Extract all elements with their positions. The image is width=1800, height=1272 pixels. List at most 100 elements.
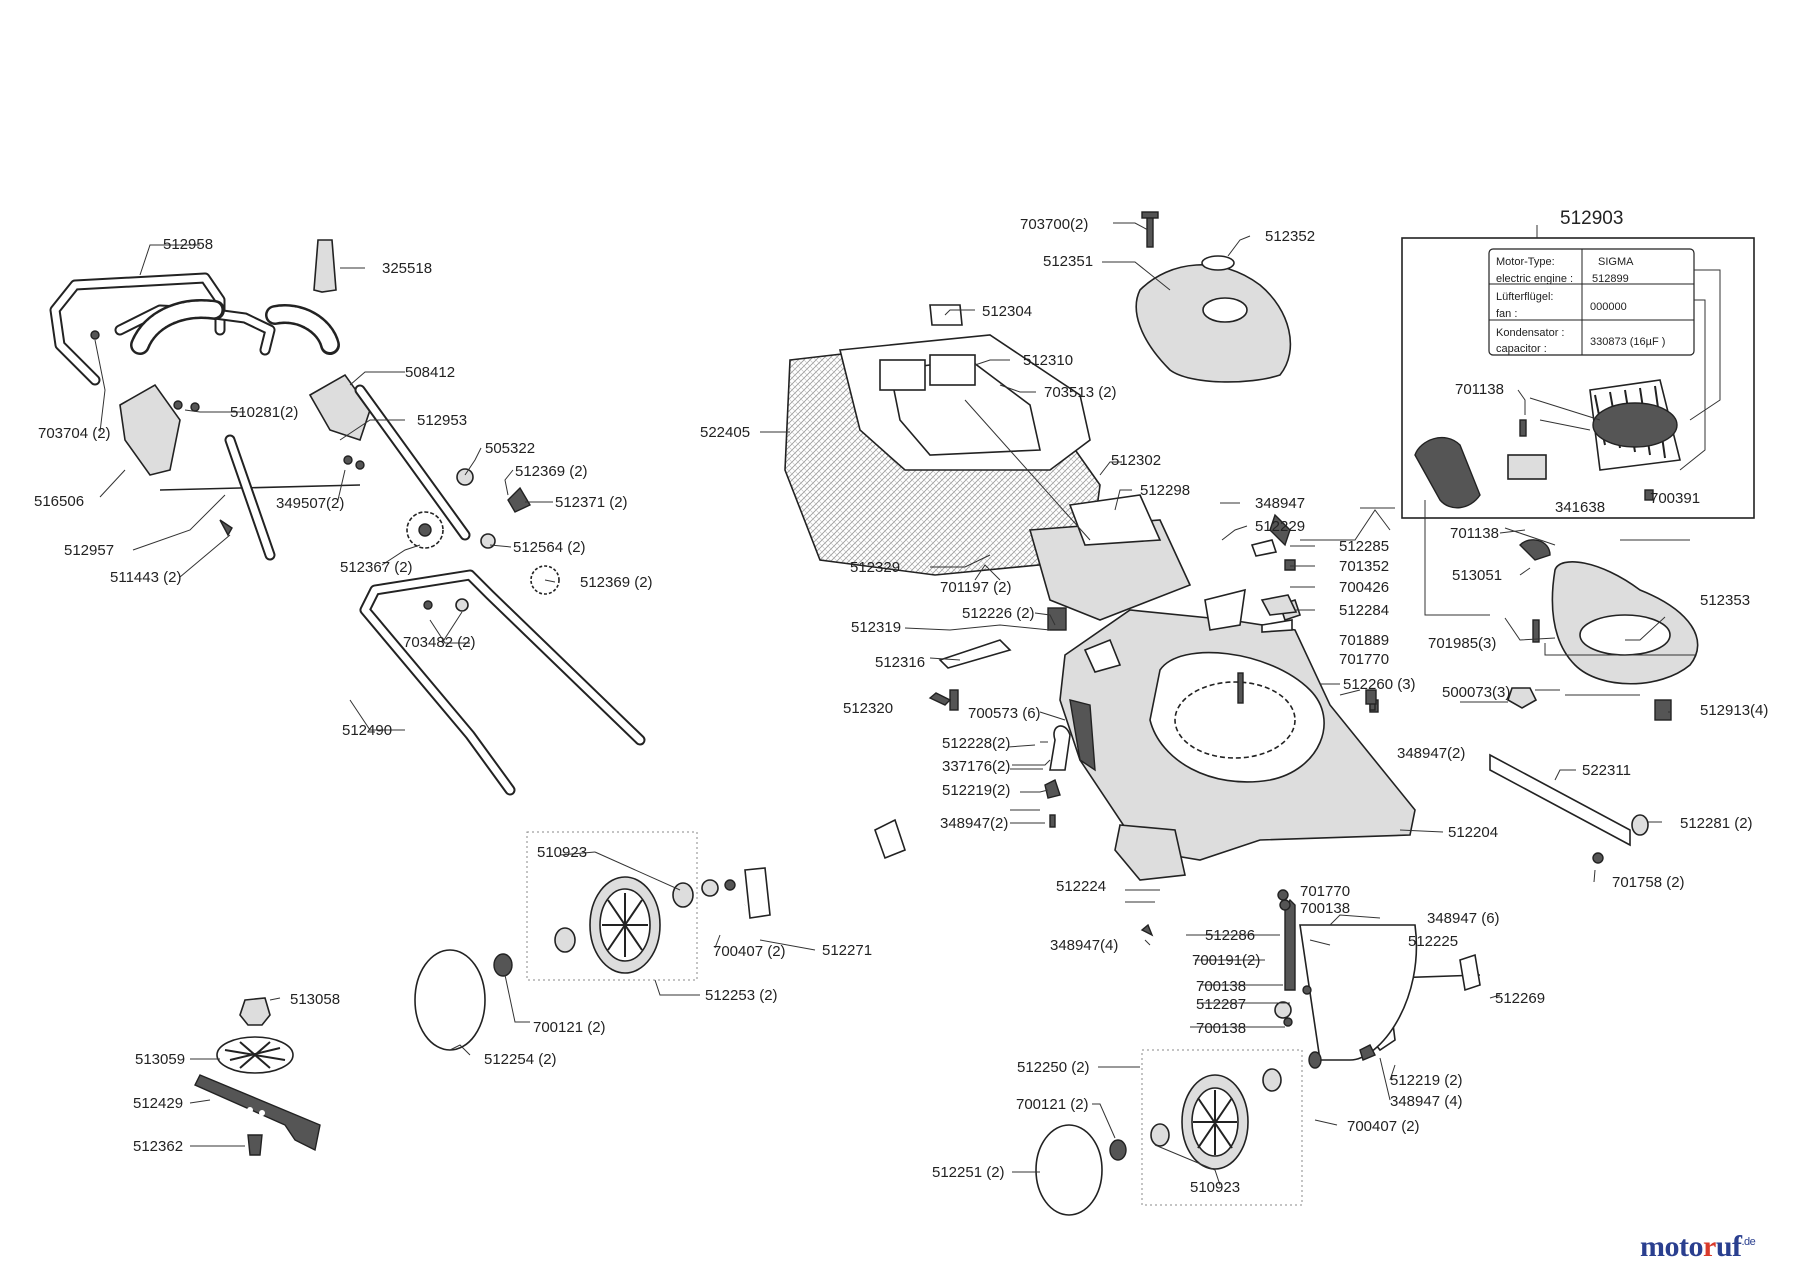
part-label: 512253 (2): [705, 987, 778, 1004]
front-wheel-right-drawing: [1035, 1049, 1322, 1216]
part-label: 512352: [1265, 228, 1315, 245]
part-label: 512490: [342, 722, 392, 739]
side-bar-drawing: [1489, 753, 1649, 864]
part-label: 522405: [700, 424, 750, 441]
motor-spec-table-text: Motor-Type: electric engine : SIGMA 5128…: [1496, 256, 1665, 355]
part-label: 508412: [405, 364, 455, 381]
table-row-label-capacitor: capacitor :: [1496, 343, 1547, 355]
part-label: 512281 (2): [1680, 815, 1753, 832]
part-label: 512302: [1111, 452, 1161, 469]
part-label: 513059: [135, 1051, 185, 1068]
watermark-part-1: moto: [1640, 1230, 1703, 1263]
part-label: 512353: [1700, 592, 1750, 609]
rear-axle-drawing: [701, 818, 906, 919]
watermark-part-2: r: [1702, 1230, 1716, 1263]
upper-handle-drawing: [49, 239, 560, 595]
part-label: 348947: [1255, 495, 1305, 512]
watermark-suffix: .de: [1741, 1236, 1756, 1248]
part-label: 703513 (2): [1044, 384, 1117, 401]
part-label: 512316: [875, 654, 925, 671]
part-label: 512260 (3): [1343, 676, 1416, 693]
part-label: 511443 (2): [110, 569, 181, 586]
part-label: 701889: [1339, 632, 1389, 649]
part-label: 512269: [1495, 990, 1545, 1007]
fan-housing-drawing: [1507, 539, 1699, 721]
table-row-label-fan: fan :: [1496, 308, 1517, 320]
part-label: 701352: [1339, 558, 1389, 575]
part-label: 512371 (2): [555, 494, 628, 511]
part-label: 701138: [1450, 525, 1499, 542]
watermark-part-3: uf: [1715, 1230, 1742, 1263]
table-row-label-motor-type: Motor-Type:: [1496, 256, 1555, 268]
part-label: 512320: [843, 700, 893, 717]
part-label: 341638: [1555, 499, 1605, 516]
part-label: 513051: [1452, 567, 1502, 584]
part-label: 512251 (2): [932, 1164, 1005, 1181]
table-row-value-512899: 512899: [1592, 273, 1629, 285]
part-label: 512225: [1408, 933, 1458, 950]
part-label: 701985(3): [1428, 635, 1496, 652]
part-label: 512319: [851, 619, 901, 636]
part-label: 512953: [417, 412, 467, 429]
assembly-number: 512903: [1560, 208, 1623, 229]
part-label: 510923: [1190, 1179, 1240, 1196]
part-label: 701770: [1300, 883, 1350, 900]
part-label: 505322: [485, 440, 535, 457]
part-label: 337176(2): [942, 758, 1010, 775]
part-label: 703700(2): [1020, 216, 1088, 233]
part-label: 512429: [133, 1095, 183, 1112]
part-label: 512285: [1339, 538, 1389, 555]
part-label: 703704 (2): [38, 425, 111, 442]
part-label: 510281(2): [230, 404, 298, 421]
part-label: 512224: [1056, 878, 1106, 895]
table-row-label-kondensator: Kondensator :: [1496, 327, 1565, 339]
part-label: 700426: [1339, 579, 1389, 596]
part-label: 512351: [1043, 253, 1093, 270]
rear-wheel-left-drawing: [414, 831, 698, 1051]
part-label: 348947 (6): [1427, 910, 1500, 927]
table-row-value-sigma: SIGMA: [1598, 256, 1634, 268]
table-row-value-000000: 000000: [1590, 301, 1627, 313]
blade-assembly-drawing: [194, 997, 321, 1156]
part-label: 700191(2): [1192, 952, 1260, 969]
motor-assembly-box: [1401, 225, 1755, 519]
table-row-label-electric-engine: electric engine :: [1496, 273, 1573, 285]
part-label: 512367 (2): [340, 559, 413, 576]
part-label: 512913(4): [1700, 702, 1768, 719]
part-labels: 512903 Motor-Type: electric engine : SIG…: [34, 208, 1768, 1196]
part-label: 700407 (2): [1347, 1118, 1420, 1135]
table-row-label-luefterfluegel: Lüfterflügel:: [1496, 291, 1553, 303]
part-label: 701758 (2): [1612, 874, 1685, 891]
motor-spec-table: [1488, 248, 1695, 356]
part-label: 512362: [133, 1138, 183, 1155]
part-label: 703482 (2): [403, 634, 476, 651]
part-label: 510923: [537, 844, 587, 861]
part-label: 700121 (2): [533, 1019, 606, 1036]
part-label: 700138: [1196, 978, 1246, 995]
part-label: 348947 (4): [1390, 1093, 1463, 1110]
part-label: 516506: [34, 493, 84, 510]
part-label: 512228(2): [942, 735, 1010, 752]
table-row-value-capacitor: 330873 (16µF ): [1590, 336, 1665, 348]
part-label: 512219 (2): [1390, 1072, 1463, 1089]
part-label: 700121 (2): [1016, 1096, 1089, 1113]
part-label: 512229: [1255, 518, 1305, 535]
part-label: 701197 (2): [940, 579, 1011, 596]
part-label: 522311: [1582, 762, 1631, 779]
part-label: 348947(2): [1397, 745, 1465, 762]
part-label: 512250 (2): [1017, 1059, 1090, 1076]
part-label: 512286: [1205, 927, 1255, 944]
part-label: 512958: [163, 236, 213, 253]
part-label: 349507(2): [276, 495, 344, 512]
part-label: 512310: [1023, 352, 1073, 369]
part-label: 348947(2): [940, 815, 1008, 832]
part-label: 700407 (2): [713, 943, 786, 960]
part-label: 700573 (6): [968, 705, 1041, 722]
part-label: 701770: [1339, 651, 1389, 668]
part-label: 512329: [850, 559, 900, 576]
part-label: 512226 (2): [962, 605, 1035, 622]
part-label: 512287: [1196, 996, 1246, 1013]
part-label: 512219(2): [942, 782, 1010, 799]
front-axle-drawing: [1140, 889, 1481, 1061]
